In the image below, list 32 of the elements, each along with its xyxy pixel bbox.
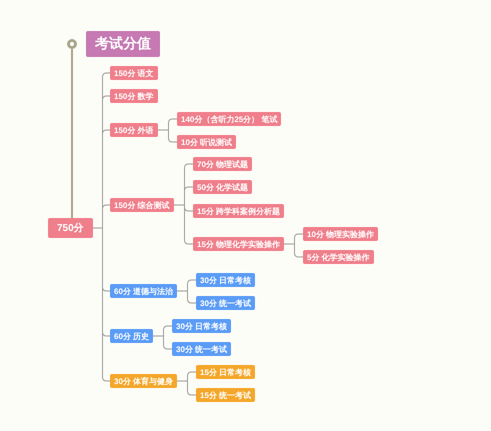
- topic-box: 750分: [48, 218, 93, 238]
- topic-box: 10分 听说测试: [177, 135, 236, 149]
- topic-box: 30分 统一考试: [196, 296, 256, 310]
- connector-line: [176, 380, 196, 396]
- topic-box: 60分 道德与法治: [110, 284, 178, 298]
- topic-box: 150分 语文: [110, 66, 158, 80]
- topic-box: 60分 历史: [110, 329, 154, 343]
- topic-box: 70分 物理试题: [193, 157, 252, 171]
- topic-box: 30分 统一考试: [172, 342, 232, 356]
- topic-box: 150分 外语: [110, 123, 158, 137]
- topic-box: 15分 物理化学实验操作: [193, 237, 284, 251]
- topic-box: 15分 统一考试: [196, 388, 256, 402]
- topic-box: 30分 体育与健身: [110, 374, 178, 388]
- connector-line: [176, 290, 196, 304]
- topic-box: 30分 日常考核: [172, 319, 232, 333]
- title-box: 考试分值: [86, 31, 160, 57]
- topic-box: 140分（含听力25分） 笔试: [177, 112, 282, 126]
- connector-line: [158, 130, 178, 142]
- topic-box: 30分 日常考核: [196, 273, 256, 287]
- topic-box: 150分 综合测试: [110, 198, 174, 212]
- topic-box: 50分 化学试题: [193, 180, 252, 194]
- topic-box: 15分 跨学科案例分析题: [193, 204, 284, 218]
- topic-box: 10分 物理实验操作: [303, 227, 378, 241]
- topic-box: 5分 化学实验操作: [303, 250, 374, 264]
- topic-box: 150分 数学: [110, 89, 158, 103]
- topic-box: 15分 日常考核: [196, 365, 256, 379]
- connector-line: [92, 228, 110, 382]
- ring-marker: [67, 39, 77, 49]
- connector-line: [284, 244, 304, 258]
- connector-line: [71, 49, 73, 218]
- connector-line: [174, 204, 194, 244]
- connector-line: [152, 336, 172, 350]
